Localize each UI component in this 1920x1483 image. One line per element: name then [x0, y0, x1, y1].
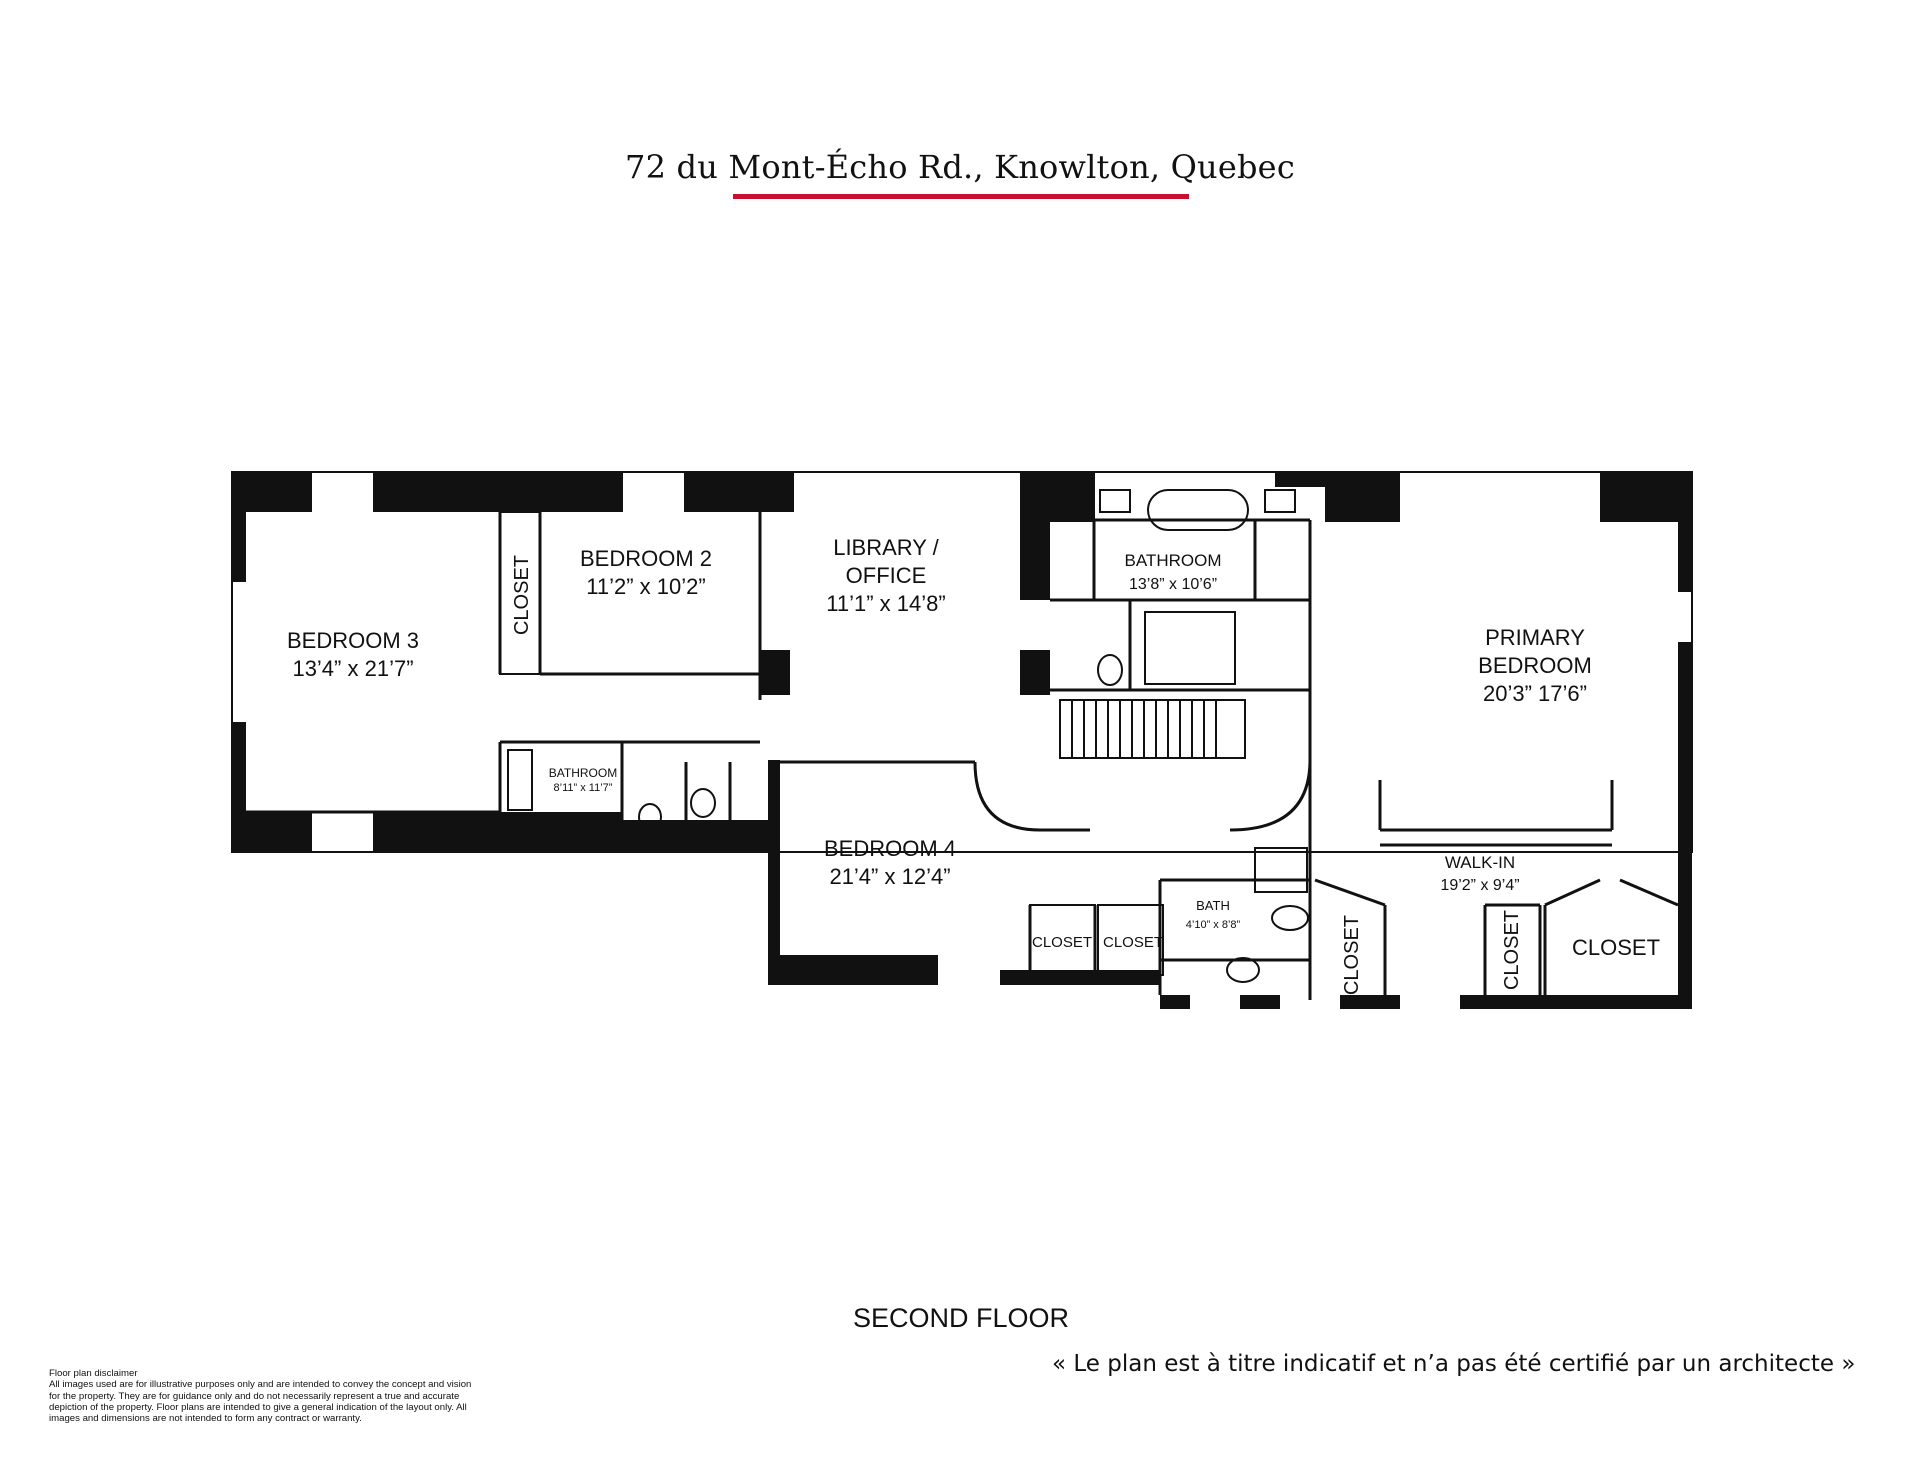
title-underline — [733, 194, 1189, 199]
library-name-line2: OFFICE — [846, 563, 927, 588]
bathtub-icon — [507, 749, 533, 811]
sink-icon — [1226, 957, 1260, 983]
shower-icon — [1254, 847, 1308, 893]
bath-dims: 4’10” x 8’8” — [1186, 919, 1241, 931]
library-name-line1: LIBRARY / — [833, 535, 939, 560]
disclaimer: Floor plan disclaimer All images used ar… — [49, 1368, 539, 1424]
fixtures — [507, 489, 1309, 983]
bathroom-main-dims: 13’8” x 10’6” — [1129, 576, 1217, 593]
bathroom-main-name: BATHROOM — [1125, 551, 1222, 570]
disclaimer-line: All images used are for illustrative pur… — [49, 1379, 472, 1391]
bathroom-small-name: BATHROOM — [549, 766, 617, 780]
walls — [231, 471, 1693, 1009]
bedroom-3-name: BEDROOM 3 — [287, 628, 419, 653]
disclaimer-line: depiction of the property. Floor plans a… — [49, 1401, 467, 1413]
closet-boxes — [499, 511, 1164, 976]
floor-label: SECOND FLOOR — [853, 1303, 1070, 1333]
bedroom-2-name: BEDROOM 2 — [580, 546, 712, 571]
closet-label: CLOSET — [1103, 934, 1163, 951]
closet-label: CLOSET — [511, 555, 533, 635]
bedroom-3-dims: 13’4” x 21’7” — [292, 656, 413, 681]
closet-label: CLOSET — [1501, 910, 1523, 990]
sink-icon — [1099, 489, 1131, 513]
bathroom-small-dims: 8’11” x 11’7” — [554, 782, 613, 794]
primary-bedroom-dims: 20’3” 17’6” — [1483, 681, 1587, 706]
closet-label: CLOSET — [1341, 915, 1363, 995]
toilet-icon — [638, 803, 662, 831]
bath-name: BATH — [1196, 898, 1230, 913]
bedroom-4-name: BEDROOM 4 — [824, 836, 956, 861]
walkin-name: WALK-IN — [1445, 853, 1515, 872]
disclaimer-heading: Floor plan disclaimer — [49, 1368, 138, 1379]
closet-label: CLOSET — [1572, 935, 1660, 960]
toilet-icon — [1271, 905, 1309, 931]
bedroom-4-dims: 21’4” x 12’4” — [829, 864, 950, 889]
primary-bedroom-name-line1: PRIMARY — [1485, 625, 1585, 650]
library-dims: 11’1” x 14’8” — [826, 591, 945, 616]
disclaimer-line: for the property. They are for guidance … — [49, 1390, 460, 1402]
sink-icon — [690, 788, 716, 818]
room-labels: BEDROOM 3 13’4” x 21’7” BEDROOM 2 11’2” … — [287, 535, 1660, 995]
disclaimer-line: images and dimensions are not intended t… — [49, 1413, 362, 1425]
bathtub-icon — [1147, 489, 1249, 531]
stairs — [1059, 699, 1246, 759]
walkin-dims: 19’2” x 9’4” — [1440, 877, 1519, 894]
shower-icon — [1144, 611, 1236, 685]
page-title: 72 du Mont-Écho Rd., Knowlton, Quebec — [625, 148, 1295, 186]
primary-bedroom-name-line2: BEDROOM — [1478, 653, 1592, 678]
certification-note: « Le plan est à titre indicatif et n’a p… — [1052, 1351, 1856, 1377]
bedroom-2-dims: 11’2” x 10’2” — [586, 574, 705, 599]
closet-label: CLOSET — [1032, 934, 1092, 951]
sink-icon — [1264, 489, 1296, 513]
toilet-icon — [1097, 654, 1123, 686]
interior-walls — [246, 512, 1679, 1000]
